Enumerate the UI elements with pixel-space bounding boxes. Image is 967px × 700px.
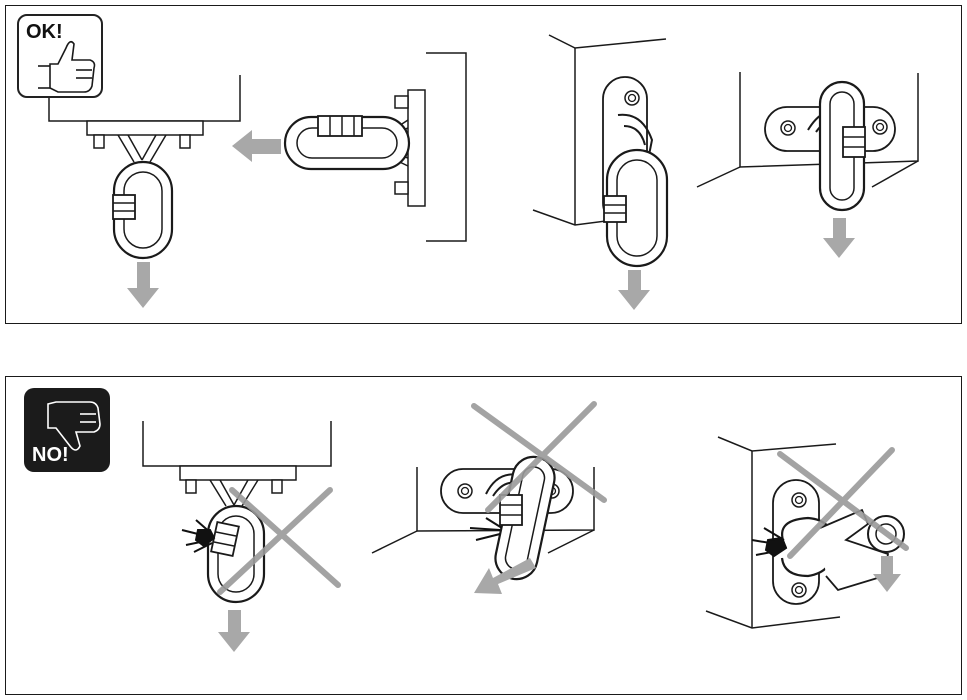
- no-impact-burst-1: [181, 519, 216, 553]
- thumbs-down-icon: [47, 401, 101, 451]
- ok-wall-horizontal-plate-scene: [696, 72, 919, 212]
- no-cross-mark-3: [777, 447, 909, 559]
- no-load-arrow-down-1: [218, 610, 250, 652]
- no-ceiling-mount-scene: [142, 421, 332, 604]
- no-impact-burst-2: [469, 517, 503, 541]
- no-load-arrow-down-2: [873, 556, 901, 592]
- ok-wall-vertical-plate-scene: [532, 34, 669, 268]
- no-impact-burst-3: [751, 527, 788, 558]
- no-cross-mark-1: [217, 487, 341, 595]
- ok-load-arrow-down-2: [618, 270, 650, 310]
- ok-load-arrow-down-1: [127, 262, 159, 308]
- no-badge-label: NO!: [32, 444, 69, 466]
- no-load-arrow-diagonal: [474, 558, 536, 594]
- ok-load-arrow-left: [232, 130, 281, 162]
- ok-badge-label: OK!: [26, 21, 63, 43]
- no-cross-mark-2: [471, 401, 607, 513]
- thumbs-up-icon: [38, 40, 96, 93]
- ok-wall-side-mount-scene: [283, 52, 467, 242]
- ok-load-arrow-down-3: [823, 218, 855, 258]
- ok-ceiling-mount-scene: [48, 75, 241, 260]
